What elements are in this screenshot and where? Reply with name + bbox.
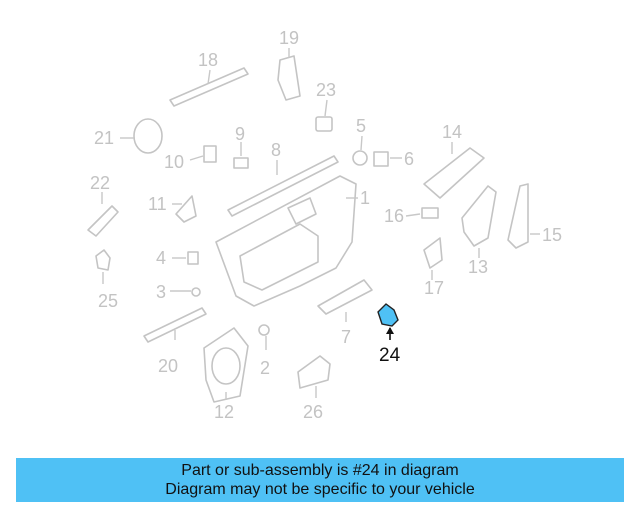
label-20: 20 (158, 356, 178, 376)
label-11: 11 (148, 194, 167, 214)
label-8: 8 (271, 140, 281, 160)
label-12: 12 (214, 402, 234, 422)
part-21-speaker-grille[interactable] (120, 118, 163, 154)
part-22-handle[interactable] (87, 192, 119, 237)
label-14: 14 (442, 122, 462, 142)
part-23-clip[interactable] (315, 99, 333, 132)
part-25-bracket[interactable] (95, 249, 111, 284)
part-20-sill-strip[interactable] (143, 307, 207, 343)
label-15: 15 (542, 225, 562, 245)
part-24-highlighted[interactable] (377, 303, 399, 340)
label-2: 2 (260, 358, 270, 378)
label-4: 4 (156, 248, 166, 268)
label-26: 26 (303, 402, 323, 422)
part-12-speaker[interactable] (203, 327, 249, 403)
part-14-switch-panel[interactable] (423, 142, 485, 199)
label-18: 18 (198, 50, 218, 70)
part-2-bolt[interactable] (258, 324, 270, 350)
label-17: 17 (424, 278, 444, 298)
part-6-bezel[interactable] (373, 151, 402, 167)
label-22: 22 (90, 173, 110, 193)
part-13-pull-handle[interactable] (461, 185, 497, 258)
part-10-bracket[interactable] (189, 145, 217, 163)
part-5-knob[interactable] (352, 135, 368, 166)
label-10: 10 (164, 152, 184, 172)
part-15-trim[interactable] (507, 183, 540, 249)
label-24: 24 (379, 345, 401, 366)
label-16: 16 (384, 206, 404, 226)
part-16-switch[interactable] (405, 207, 439, 219)
banner-line-2: Diagram may not be specific to your vehi… (165, 481, 475, 498)
label-13: 13 (468, 257, 488, 277)
part-7-armrest-trim[interactable] (317, 279, 373, 322)
part-17-cover[interactable] (423, 237, 443, 280)
label-6: 6 (404, 149, 414, 169)
label-9: 9 (235, 124, 245, 144)
part-18-trim-strip[interactable] (169, 67, 249, 107)
part-11-bracket[interactable] (172, 195, 197, 223)
label-3: 3 (156, 282, 166, 302)
part-26-bracket[interactable] (297, 355, 331, 398)
part-4-clip[interactable] (172, 251, 199, 265)
label-7: 7 (341, 327, 351, 347)
label-23: 23 (316, 80, 336, 100)
label-25: 25 (98, 291, 118, 311)
part-1-door-trim-panel[interactable] (215, 175, 358, 307)
label-21: 21 (94, 128, 114, 148)
part-19-corner-trim[interactable] (277, 48, 301, 101)
info-banner: Part or sub-assembly is #24 in diagram D… (16, 458, 624, 502)
banner-line-1: Part or sub-assembly is #24 in diagram (181, 462, 459, 479)
part-9-clip[interactable] (233, 142, 249, 169)
label-19: 19 (279, 28, 299, 48)
label-5: 5 (356, 116, 366, 136)
part-8-window-strip[interactable] (227, 155, 339, 217)
part-3-screw[interactable] (170, 287, 201, 297)
label-1: 1 (360, 188, 370, 208)
